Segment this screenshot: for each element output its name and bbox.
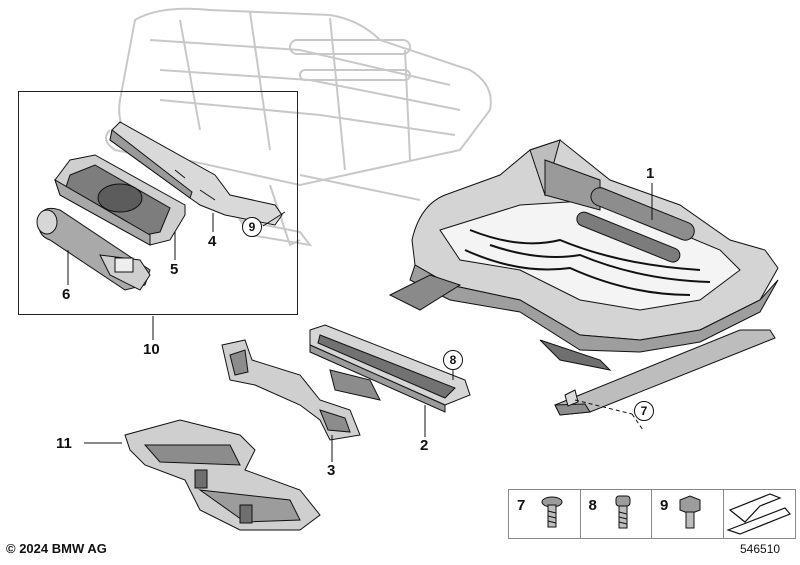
hex-bolt-icon: [679, 495, 701, 529]
part-10-group-box: [18, 91, 298, 315]
diagram-id: 546510: [740, 542, 781, 556]
part-11-lower-bracket: [124, 419, 321, 531]
callout-part-4: 4: [208, 233, 217, 250]
legend-number: 8: [588, 497, 597, 514]
view-direction-arrow-icon: [726, 493, 791, 535]
legend-cell-hex-socket-screw: 8: [581, 490, 652, 538]
callout-part-3: 3: [327, 462, 336, 479]
part-2-pan: [309, 324, 471, 413]
part-6-cylinder: [36, 207, 151, 291]
legend-number: 9: [660, 497, 669, 514]
callout-part-6: 6: [62, 286, 71, 303]
circled-callout-ref-8: 8: [443, 350, 463, 370]
fastener-legend: 7 8 9: [508, 489, 796, 539]
legend-number: 7: [517, 497, 526, 514]
part-5-housing: [54, 154, 186, 246]
legend-cell-torx-screw: 7: [509, 490, 581, 538]
part-4-side-panel: [109, 121, 283, 226]
seat-rail: [554, 329, 776, 416]
hex-socket-screw-icon: [615, 495, 631, 529]
leader-lines: [67, 183, 653, 462]
callout-part-11: 11: [56, 435, 72, 452]
part-1-seat-frame: [388, 139, 779, 371]
copyright-text: © 2024 BMW AG: [6, 541, 107, 556]
circled-callout-ref-7: 7: [634, 401, 654, 421]
legend-cell-view-direction: [724, 490, 796, 538]
callout-part-2: 2: [420, 437, 429, 454]
legend-cell-hex-bolt: 9: [652, 490, 724, 538]
callout-part-5: 5: [170, 261, 179, 278]
circled-callout-ref-9: 9: [242, 217, 262, 237]
torx-screw-icon: [541, 496, 563, 528]
callout-part-1: 1: [646, 165, 655, 182]
callout-part-10: 10: [143, 341, 160, 358]
part-3-bracket: [221, 339, 361, 441]
